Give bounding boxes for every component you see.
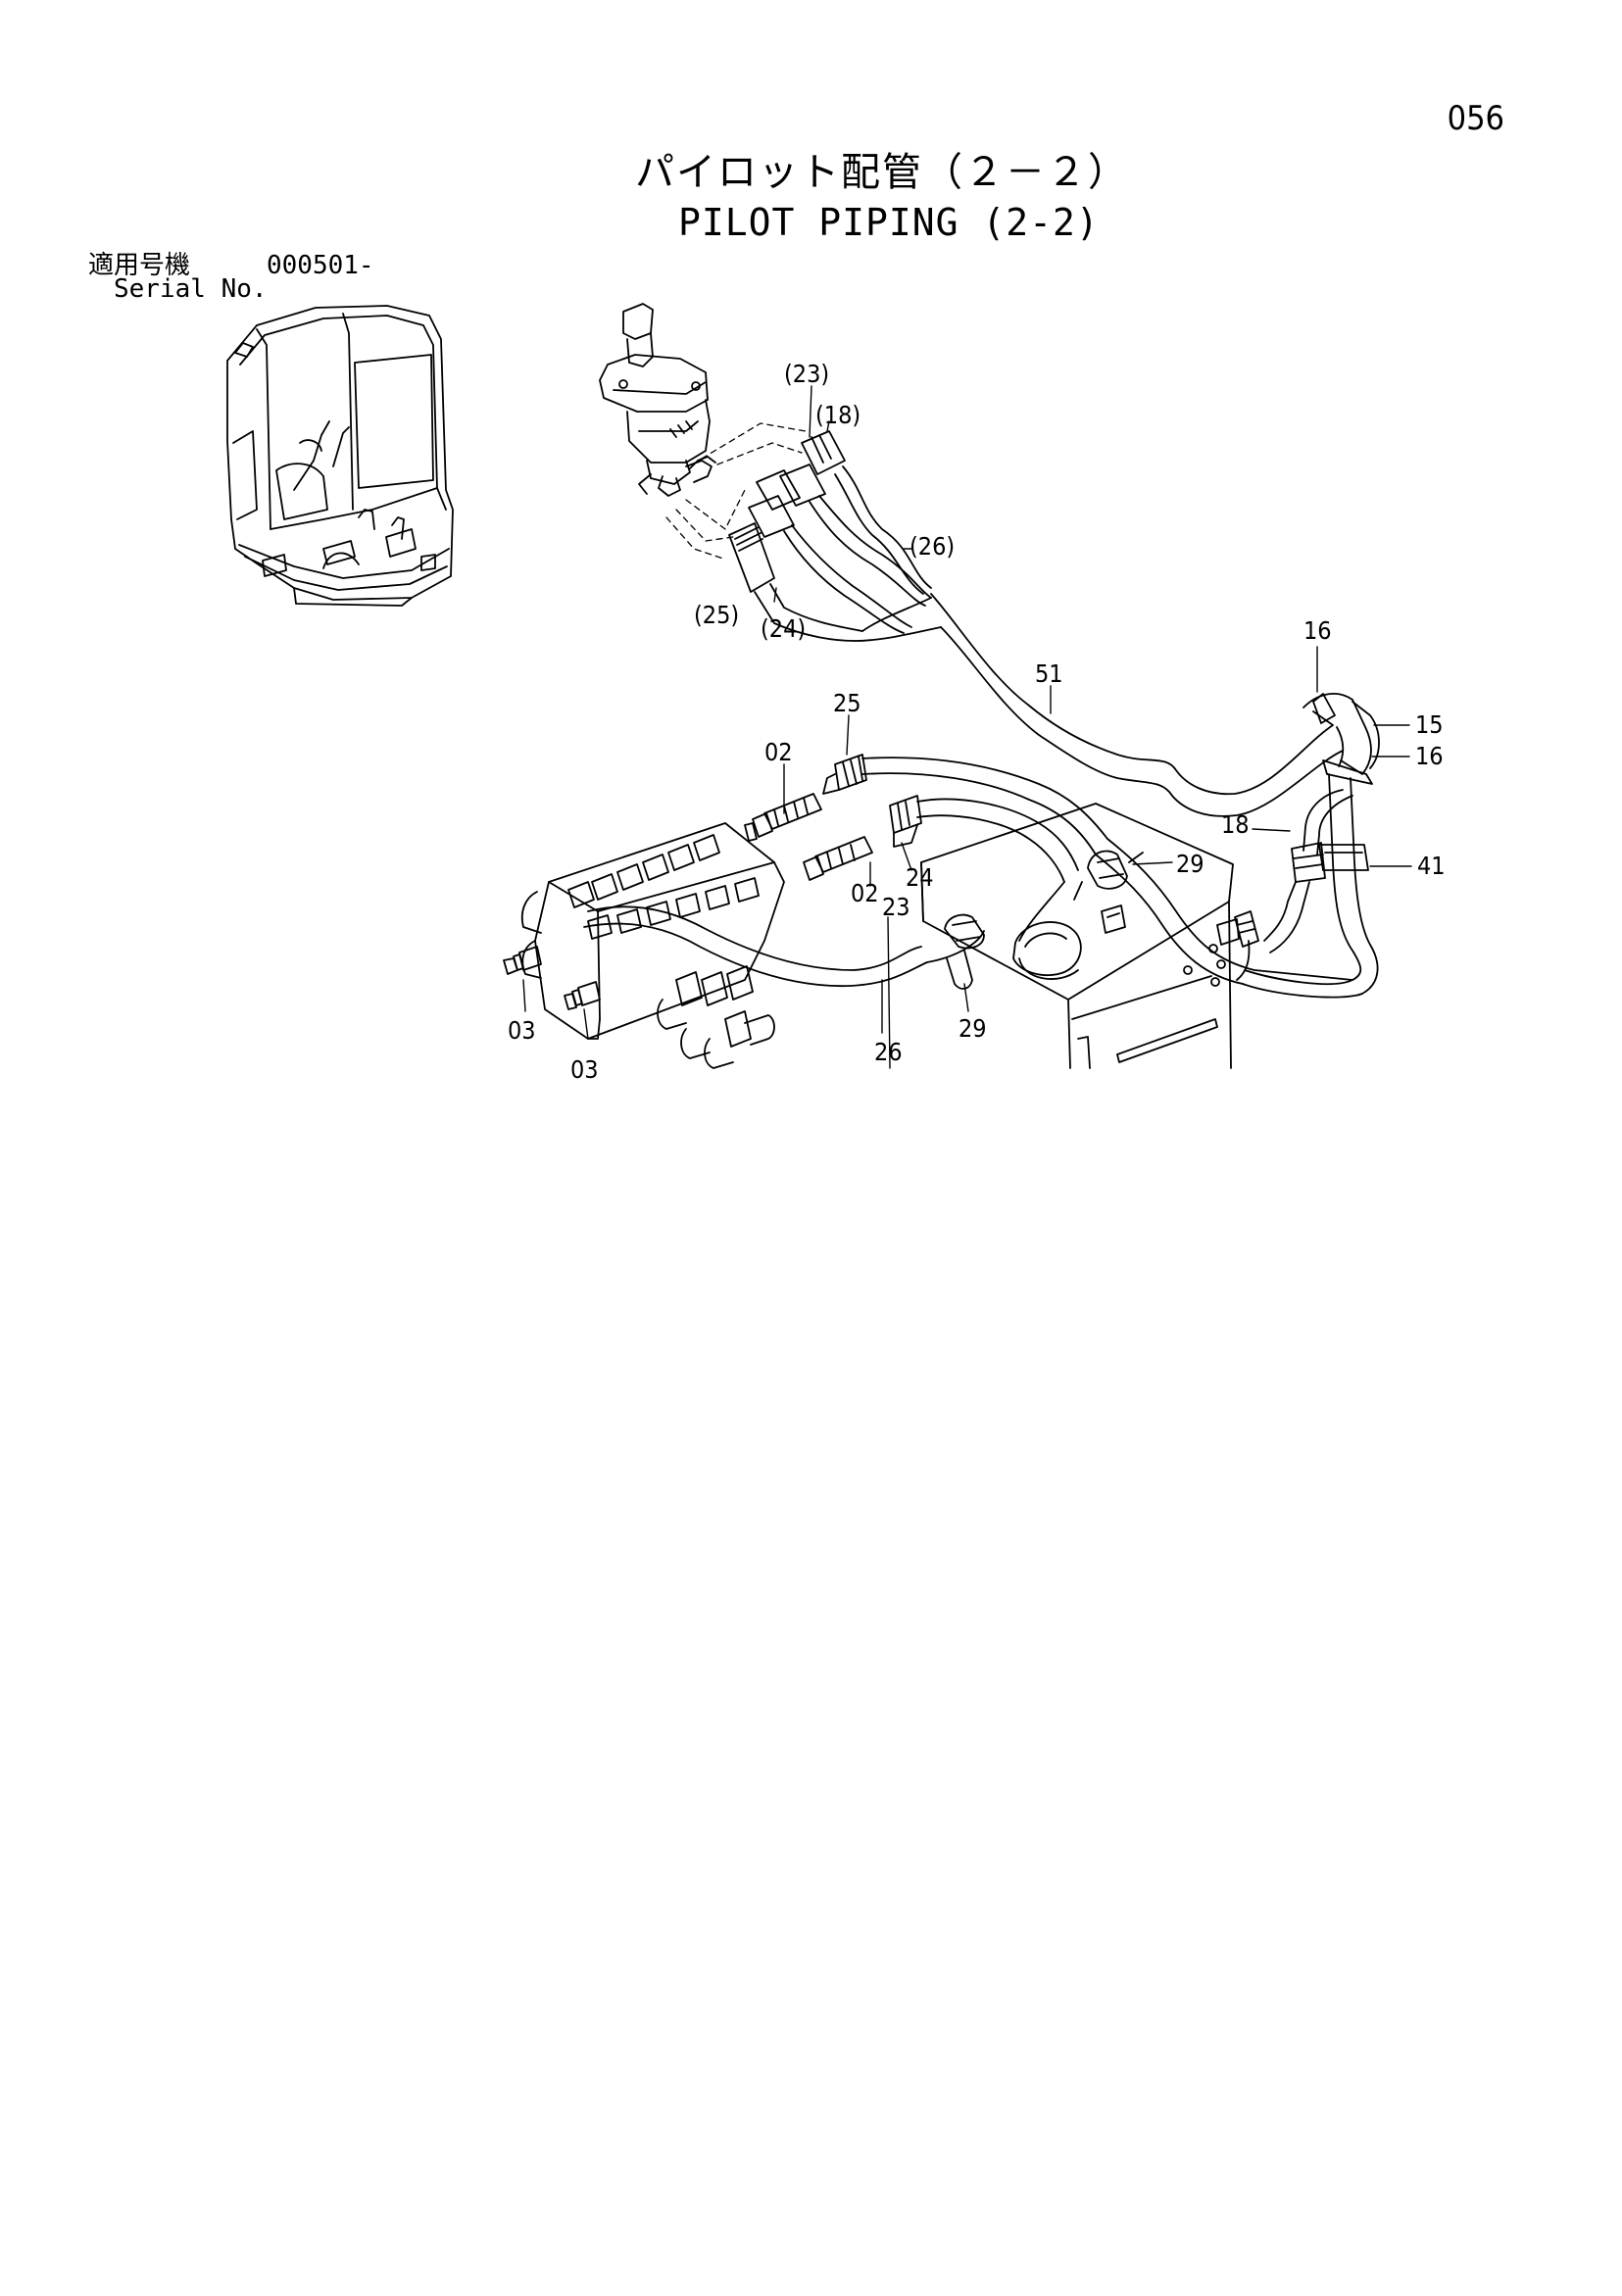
callout-02-upper: 02 [764, 738, 793, 766]
callout-02-lower: 02 [851, 879, 879, 907]
tank-hoses [822, 754, 1353, 985]
callout-16-lower: 16 [1415, 742, 1444, 770]
serial-label-japanese: 適用号機 [88, 251, 191, 280]
callout-03-lower: 03 [570, 1055, 599, 1084]
callout-51: 51 [1035, 659, 1063, 688]
callout-24-paren: (24) [761, 614, 806, 643]
callout-18: 18 [1221, 810, 1250, 839]
callout-26-paren: (26) [909, 532, 955, 561]
callout-24: 24 [906, 863, 934, 892]
hose-clamps [944, 850, 1144, 990]
callout-16-upper: 16 [1303, 616, 1332, 645]
pilot-valve [599, 303, 716, 497]
callout-25: 25 [833, 689, 861, 717]
hose-bundle [728, 430, 1380, 999]
adapters [744, 793, 873, 881]
callout-18-paren: (18) [815, 401, 860, 429]
callout-23: 23 [882, 893, 910, 921]
alignment-lines [665, 422, 807, 560]
callout-23-paren: (23) [784, 360, 829, 388]
page-number: 056 [1447, 99, 1504, 138]
serial-number: 000501- [267, 251, 374, 280]
page-title-english: PILOT PIPING (2-2) [678, 201, 1100, 244]
callouts: (23) (18) (26) (25) (24) 16 51 15 16 25 … [508, 360, 1446, 1084]
callout-29-lower: 29 [958, 1014, 987, 1043]
serial-label-english: Serial No. [114, 274, 268, 304]
leader-lines [522, 385, 1412, 1069]
callout-25-paren: (25) [694, 601, 739, 629]
callout-29-upper: 29 [1176, 850, 1204, 878]
callout-15: 15 [1415, 710, 1444, 739]
excavator-cab-thumbnail [226, 305, 454, 607]
hydraulic-tank [920, 803, 1240, 1069]
control-valve [503, 822, 985, 1069]
callout-41: 41 [1417, 852, 1446, 880]
callout-26: 26 [874, 1038, 903, 1066]
page-title-japanese: パイロット配管（２－２） [635, 150, 1129, 195]
callout-03-left: 03 [508, 1016, 536, 1045]
